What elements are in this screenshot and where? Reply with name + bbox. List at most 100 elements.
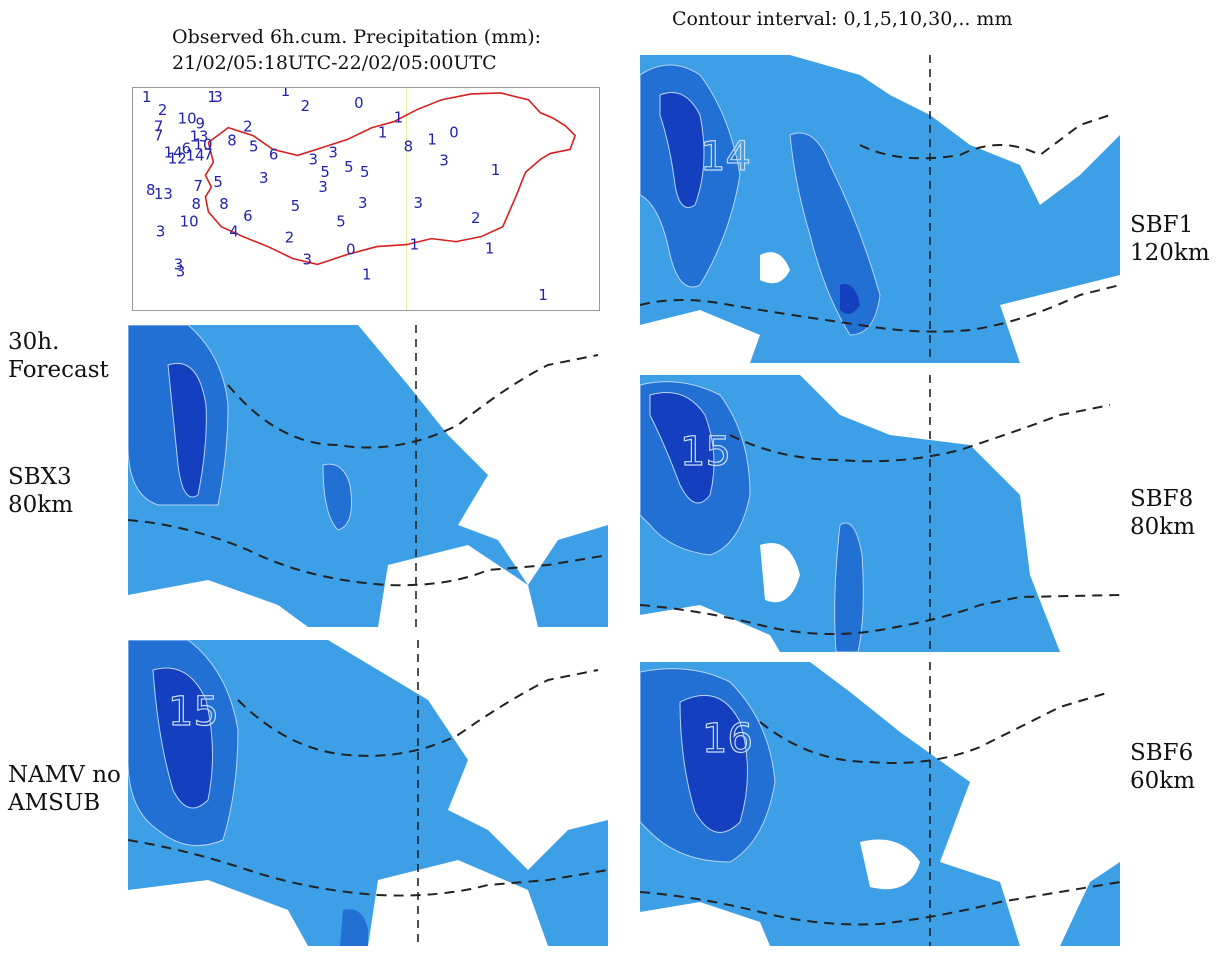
station-value: 6 [182, 139, 191, 157]
contour-label: 14 [700, 134, 751, 180]
station-value: 1 [378, 124, 387, 142]
station-value: 5 [336, 213, 345, 231]
station-value: 2 [471, 209, 480, 227]
station-value: 3 [303, 250, 312, 268]
station-value: 9 [196, 115, 205, 133]
station-value: 8 [146, 181, 155, 199]
station-value: 8 [227, 131, 236, 149]
country-border [859, 114, 1111, 160]
sbf6-label-line1: SBF6 [1130, 740, 1194, 766]
station-value: 7 [203, 145, 212, 163]
station-value: 13 [154, 185, 173, 203]
station-value: 3 [213, 88, 222, 106]
station-value: 10 [194, 135, 213, 153]
sbf8-forecast-panel: 15 [640, 375, 1120, 652]
sbx3-map [128, 325, 608, 627]
station-value: 14 [186, 146, 205, 164]
precip-mid-area [789, 132, 881, 336]
sbx3-label-line2: 80km [8, 492, 74, 518]
observed-country-outline [204, 92, 577, 266]
station-value: 3 [259, 169, 268, 187]
station-value: 1 [281, 88, 290, 100]
dry-area [128, 580, 308, 627]
station-value: 3 [174, 255, 183, 273]
country-border [729, 404, 1111, 463]
sbf1-forecast-panel: 14 [640, 55, 1120, 363]
sbf6-label-line2: 60km [1130, 768, 1196, 794]
country-border [227, 354, 599, 449]
observed-title-line1: Observed 6h.cum. Precipitation (mm): [172, 26, 542, 48]
station-value: 7 [154, 118, 163, 136]
station-value: 5 [291, 197, 300, 215]
station-value: 2 [243, 118, 252, 136]
station-value: 5 [249, 137, 258, 155]
sbx3-forecast-panel [128, 325, 608, 627]
station-value: 3 [318, 178, 327, 196]
dry-area [640, 902, 770, 946]
precip-dark-area [167, 363, 207, 498]
precip-dark-area [679, 694, 748, 833]
sbf6-map: 16 [640, 662, 1120, 946]
forecast-label-line1: 30h. [8, 329, 60, 355]
station-value: 1 [394, 109, 403, 127]
sbf1-label-line2: 120km [1130, 240, 1210, 266]
dry-area [800, 375, 1120, 652]
dry-area [358, 325, 608, 585]
dry-area [128, 880, 308, 946]
precip-mid-area [322, 463, 352, 531]
station-value: 3 [414, 194, 423, 212]
station-value: 0 [346, 241, 355, 259]
sbf6-forecast-panel: 16 [640, 662, 1120, 946]
dry-area [328, 640, 608, 870]
dry-area [640, 310, 760, 363]
sbx3-label-line1: SBX3 [8, 464, 72, 490]
dry-area [790, 55, 1120, 205]
station-value: 7 [194, 177, 203, 195]
station-value: 8 [192, 195, 201, 213]
station-value: 7 [154, 127, 163, 145]
station-value: 3 [309, 150, 318, 168]
station-value: 8 [404, 137, 413, 155]
station-value: 3 [156, 223, 165, 241]
station-value: 2 [301, 97, 310, 115]
country-border [640, 594, 1120, 635]
station-value: 3 [439, 151, 448, 169]
precip-dark-area [152, 667, 214, 809]
forecast-label-line2: Forecast [8, 357, 109, 383]
namv-forecast-panel: 15 [128, 640, 608, 946]
dry-area [368, 860, 548, 946]
sbf8-map: 15 [640, 375, 1120, 652]
station-value: 2 [158, 101, 167, 119]
station-value: 1 [207, 88, 216, 106]
station-value: 3 [358, 194, 367, 212]
namv-label-line2: AMSUB [8, 790, 101, 816]
namv-map: 15 [128, 640, 608, 946]
precip-dark-area [840, 284, 860, 314]
station-value: 5 [213, 173, 222, 191]
station-value: 3 [328, 143, 337, 161]
country-border [640, 881, 1120, 926]
country-border [128, 839, 608, 897]
precip-dark-area [649, 392, 715, 504]
dry-area [1000, 275, 1120, 363]
dry-area [640, 605, 780, 652]
station-value: 1 [410, 236, 419, 254]
station-value: 8 [219, 195, 228, 213]
sbf8-label-line2: 80km [1130, 514, 1196, 540]
dry-area [810, 662, 1120, 946]
station-value: 1 [142, 88, 151, 106]
station-value: 10 [180, 213, 199, 231]
station-value: 1 [538, 286, 547, 304]
station-value: 12 [168, 149, 187, 167]
station-value: 4 [229, 223, 238, 241]
country-border [759, 691, 1111, 764]
dry-area [760, 543, 800, 603]
dry-area [378, 545, 538, 627]
sbf1-map: 14 [640, 55, 1120, 363]
station-value: 13 [190, 128, 209, 146]
station-value: 10 [178, 110, 197, 128]
station-value: 6 [269, 145, 278, 163]
